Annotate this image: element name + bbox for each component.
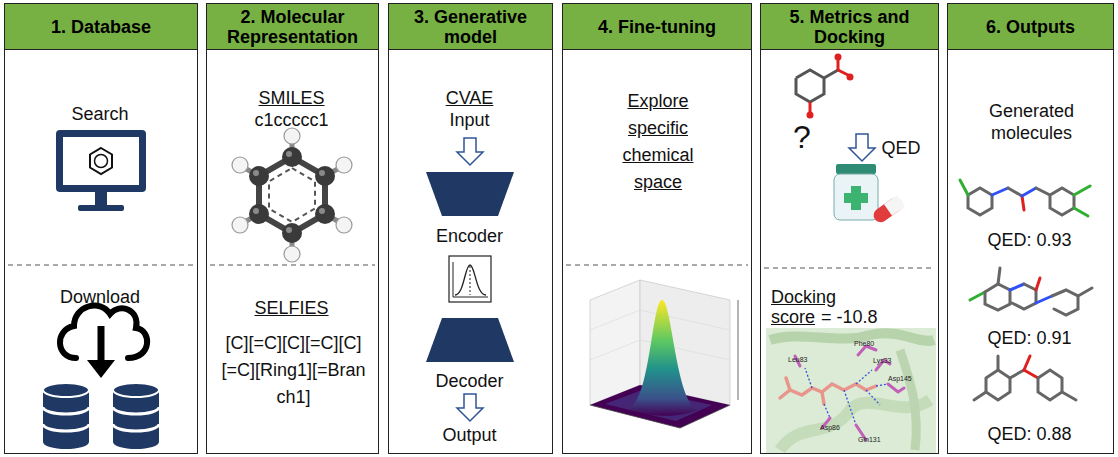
header-band: 5. Metrics and Docking bbox=[761, 4, 938, 50]
body-text: QED: 0.88 bbox=[951, 424, 1108, 445]
cloud-download-icon bbox=[60, 305, 147, 378]
stage-panel: 5. Metrics and Docking?QEDDocking score=… bbox=[760, 3, 939, 454]
database-icon bbox=[43, 383, 159, 449]
stage-title: 2. Molecular Representation bbox=[213, 7, 372, 47]
stage-title: 1. Database bbox=[51, 17, 151, 37]
query-molecule bbox=[796, 54, 854, 119]
medicine-icon bbox=[834, 164, 905, 225]
body-text: Download bbox=[8, 287, 192, 308]
body-text: CVAE bbox=[392, 88, 547, 109]
body-text: Output bbox=[392, 425, 547, 446]
body-text: SMILES bbox=[210, 88, 373, 109]
header-band: 4. Fine-tuning bbox=[563, 4, 751, 50]
down-arrow bbox=[849, 134, 875, 161]
generated-molecule bbox=[970, 268, 1092, 315]
stage-title: 3. Generative model bbox=[395, 7, 546, 47]
residue-label: Gln131 bbox=[858, 436, 881, 444]
header-band: 3. Generative model bbox=[389, 4, 552, 50]
body-text: Encoder bbox=[392, 226, 547, 247]
body-text: QED: 0.91 bbox=[951, 328, 1108, 349]
body-text: c1ccccc1 bbox=[210, 110, 373, 131]
body-text: QED: 0.93 bbox=[951, 230, 1108, 251]
body-text: Input bbox=[392, 110, 547, 131]
residue-label: Lys33 bbox=[873, 357, 891, 365]
stage-panel: 6. OutputsGenerated moleculesQED: 0.93QE… bbox=[947, 3, 1114, 454]
stage-panel: 1. DatabaseSearchDownload bbox=[4, 3, 198, 454]
body-text: SELFIES bbox=[210, 298, 373, 319]
body-text: Generated molecules bbox=[966, 100, 1097, 144]
residue-label: Leu83 bbox=[788, 356, 807, 364]
body-text: ? bbox=[785, 120, 819, 154]
stage-title: 4. Fine-tuning bbox=[598, 17, 716, 37]
stage-title: 5. Metrics and Docking bbox=[767, 7, 932, 47]
stage-panel: 3. Generative modelCVAEInputEncoderDecod… bbox=[388, 3, 553, 454]
benzene-model bbox=[232, 128, 352, 262]
docking-pose bbox=[766, 328, 936, 454]
monitor-icon bbox=[56, 130, 146, 211]
residue-label: Phe80 bbox=[854, 340, 874, 348]
stage-panel: 4. Fine-tuningExplore specific chemical … bbox=[562, 3, 752, 454]
header-band: 6. Outputs bbox=[948, 4, 1113, 50]
generated-molecule bbox=[974, 356, 1076, 400]
residue-label: Asp145 bbox=[888, 375, 912, 383]
body-text: Explore specific chemical space bbox=[598, 88, 718, 196]
gaussian-surface-plot bbox=[590, 280, 738, 428]
body-text: = -10.8 bbox=[821, 307, 921, 327]
header-band: 2. Molecular Representation bbox=[207, 4, 378, 50]
body-text: QED bbox=[871, 138, 931, 159]
body-text: Decoder bbox=[392, 371, 547, 392]
stage-title: 6. Outputs bbox=[986, 17, 1075, 37]
body-text: Search bbox=[8, 104, 192, 125]
residue-label: Asp86 bbox=[820, 424, 840, 432]
generated-molecule bbox=[960, 180, 1090, 216]
body-text: [C][=C][C][=C][C][=C][Ring1][=Branch1] bbox=[221, 330, 366, 411]
header-band: 1. Database bbox=[5, 4, 197, 50]
stage-panel: 2. Molecular RepresentationSMILESc1ccccc… bbox=[206, 3, 379, 454]
